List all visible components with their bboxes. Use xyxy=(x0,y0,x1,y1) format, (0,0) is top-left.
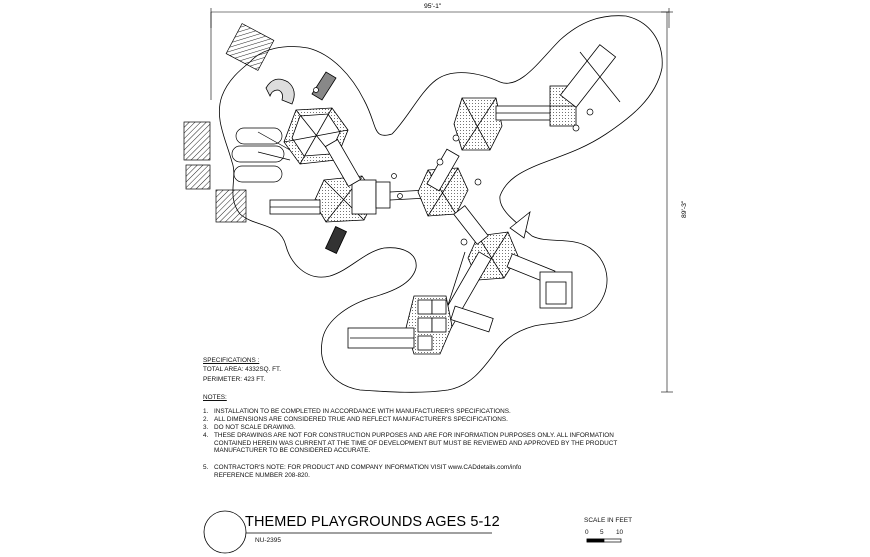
title-circle xyxy=(203,510,247,554)
drawing-code: NU-2395 xyxy=(255,537,282,544)
note-line: ALL DIMENSIONS ARE CONSIDERED TRUE AND R… xyxy=(214,416,508,423)
play-structure xyxy=(265,44,621,355)
scale-tick-0: 0 xyxy=(585,529,589,536)
note-line: REFERENCE NUMBER 208-820. xyxy=(214,471,310,479)
scale-label: SCALE IN FEET xyxy=(584,517,633,524)
note-item: 1. INSTALLATION TO BE COMPLETED IN ACCORD… xyxy=(203,408,511,416)
note-line: DO NOT SCALE DRAWING. xyxy=(214,424,296,431)
overall-width-dimension: 95'-1" xyxy=(424,3,442,10)
specifications-heading: SPECIFICATIONS : xyxy=(203,357,260,364)
note-line: MANUFACTURER TO BE CONSIDERED ACCURATE. xyxy=(214,447,371,455)
dimension-lines xyxy=(210,8,673,393)
note-item: 3. DO NOT SCALE DRAWING. xyxy=(203,424,296,432)
hatched-blocks xyxy=(183,23,275,223)
note-item: 4. THESE DRAWINGS ARE NOT FOR CONSTRUCTIO… xyxy=(203,432,617,455)
perimeter-spec: PERIMETER: 423 FT. xyxy=(203,376,266,383)
note-line: INSTALLATION TO BE COMPLETED IN ACCORDAN… xyxy=(214,408,511,415)
note-item: 5. CONTRACTOR'S NOTE: FOR PRODUCT AND COM… xyxy=(203,464,521,479)
note-line: CONTRACTOR'S NOTE: FOR PRODUCT AND COMPA… xyxy=(214,464,522,471)
total-area-spec: TOTAL AREA: 4332SQ. FT. xyxy=(203,366,282,373)
scale-tick-10: 10 xyxy=(616,529,624,536)
note-number: 5. xyxy=(203,464,209,471)
note-line: CONTAINED HEREIN WAS CURRENT AT THE TIME… xyxy=(214,439,618,447)
overall-height-dimension: 89'-3" xyxy=(681,200,688,218)
spring-riders xyxy=(231,127,291,183)
note-line: THESE DRAWINGS ARE NOT FOR CONSTRUCTION … xyxy=(214,432,614,439)
note-number: 2. xyxy=(203,416,209,423)
stepping-posts xyxy=(313,87,594,246)
note-number: 4. xyxy=(203,432,209,439)
notes-heading: NOTES: xyxy=(203,394,227,401)
drawing-title: THEMED PLAYGROUNDS AGES 5-12 xyxy=(245,514,500,530)
note-number: 3. xyxy=(203,424,209,431)
scale-tick-5: 5 xyxy=(600,529,604,536)
note-item: 2. ALL DIMENSIONS ARE CONSIDERED TRUE AND… xyxy=(203,416,508,424)
note-number: 1. xyxy=(203,408,209,415)
scale-bar xyxy=(586,538,622,543)
safety-surface-boundary xyxy=(218,15,663,393)
